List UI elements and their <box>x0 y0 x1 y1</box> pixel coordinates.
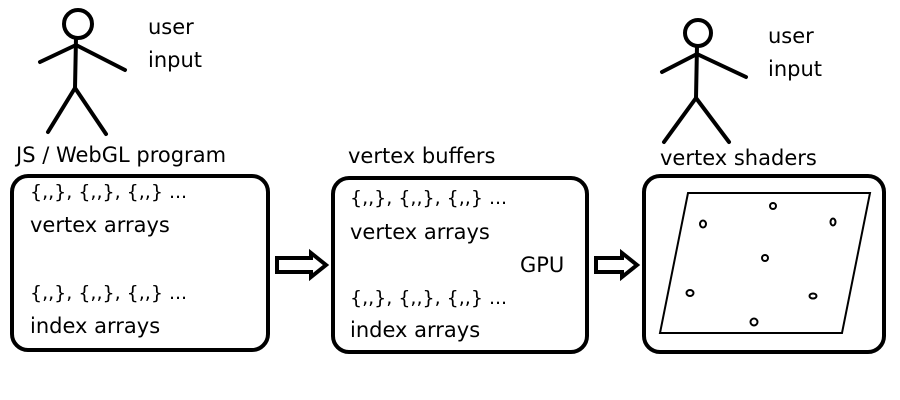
vertex-point <box>808 292 818 300</box>
stick-figure-head <box>683 18 713 48</box>
vertex-point <box>699 219 707 229</box>
panel-js-webgl-program-box <box>10 174 270 352</box>
stick-figure-leg-right <box>694 96 731 144</box>
vertex-point <box>769 202 777 210</box>
index-array-data: {,,}, {,,}, {,,} ... <box>30 282 188 304</box>
panel-vertex-shaders-box <box>642 174 886 354</box>
stick-figure-arm-left <box>38 43 78 64</box>
arrow-right-icon <box>594 248 641 282</box>
vertex-point <box>685 289 695 297</box>
gpu-label: GPU <box>520 253 565 277</box>
stick-figure-leg-left <box>662 96 698 144</box>
index-arrays-label: index arrays <box>30 314 161 338</box>
user-stick-figure-right <box>660 18 748 144</box>
stick-figure-arm-right <box>74 43 127 72</box>
stick-figure-arm-right <box>695 52 748 79</box>
actor-label-line1: user <box>148 15 194 39</box>
vertex-point <box>749 317 759 327</box>
stick-figure-leg-right <box>73 86 108 136</box>
user-stick-figure-left <box>38 8 127 136</box>
index-array-data: {,,}, {,,}, {,,} ... <box>350 287 508 309</box>
vertex-points <box>685 202 837 327</box>
stick-figure-leg-left <box>46 86 77 134</box>
panel-vertex-buffers-box <box>331 176 589 354</box>
panel-title: vertex buffers <box>348 144 496 168</box>
vertex-parallelogram <box>658 192 872 334</box>
vertex-arrays-label: vertex arrays <box>350 220 490 244</box>
vertex-point <box>761 254 769 262</box>
arrow-right-icon <box>275 248 330 282</box>
panel-title: vertex shaders <box>660 146 817 170</box>
vertex-point <box>829 217 837 227</box>
panel-title: JS / WebGL program <box>16 143 227 167</box>
actor-label-line1: user <box>768 24 814 48</box>
vertex-array-data: {,,}, {,,}, {,,} ... <box>30 181 188 203</box>
vertex-arrays-label: vertex arrays <box>30 213 170 237</box>
index-arrays-label: index arrays <box>350 318 481 342</box>
stick-figure-arm-left <box>660 52 699 74</box>
stick-figure-head <box>62 8 94 40</box>
actor-label-line2: input <box>148 48 203 72</box>
actor-label-line2: input <box>768 57 823 81</box>
vertex-array-data: {,,}, {,,}, {,,} ... <box>350 187 508 209</box>
